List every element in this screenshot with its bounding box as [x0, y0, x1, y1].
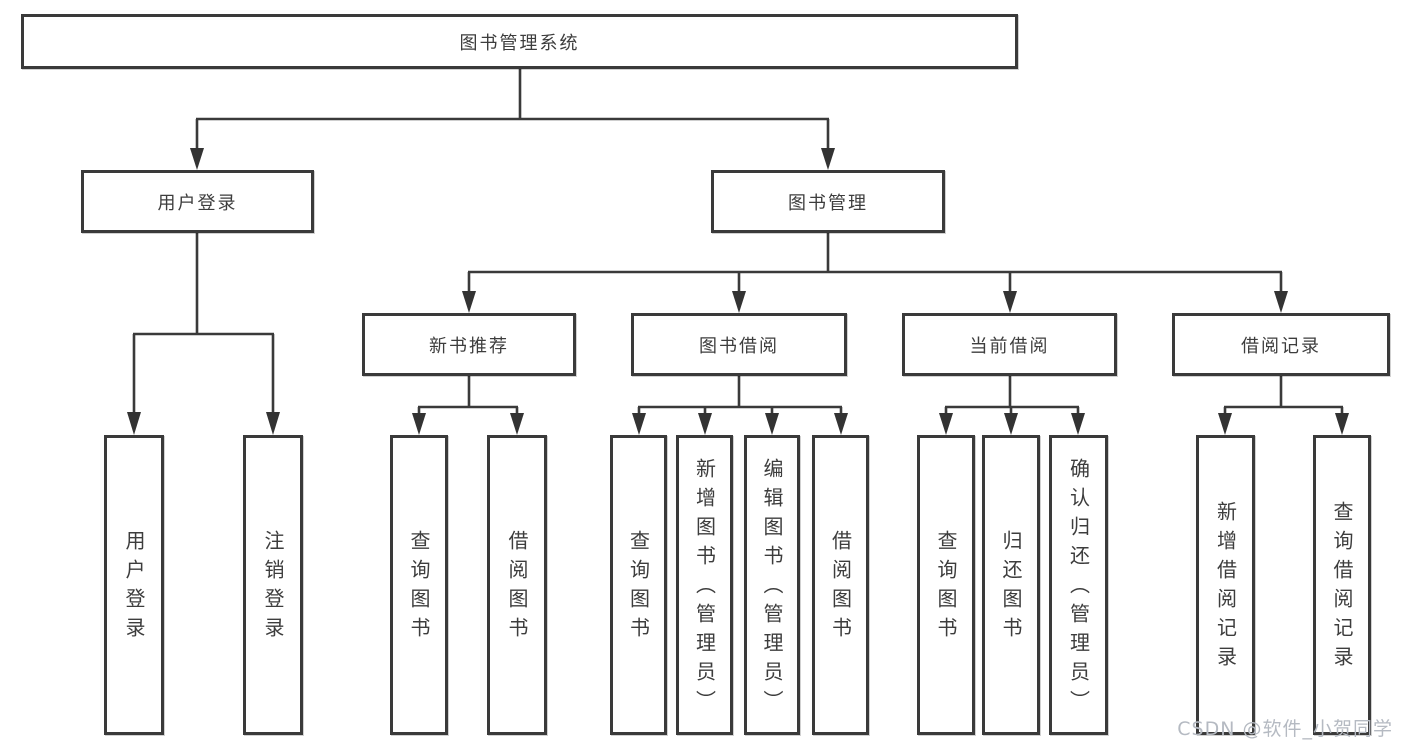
leaf-br-add-record: 新增借阅记录 [1196, 435, 1255, 735]
node-borrow-records: 借阅记录 [1172, 313, 1390, 376]
connector-borrow-records [1218, 376, 1349, 435]
leaf-logout: 注销登录 [243, 435, 303, 735]
node-book-management: 图书管理 [711, 170, 945, 233]
leaf-bb-edit-books-admin: 编辑图书（管理员） [744, 435, 800, 735]
connector-book-management [462, 233, 1288, 313]
leaf-user-login: 用户登录 [104, 435, 164, 735]
connector-book-borrow [632, 376, 848, 435]
leaf-bb-borrow-books: 借阅图书 [812, 435, 869, 735]
node-current-borrow: 当前借阅 [902, 313, 1117, 376]
leaf-nb-query-books: 查询图书 [390, 435, 448, 735]
leaf-bb-add-books-admin: 新增图书（管理员） [676, 435, 733, 735]
connector-root [190, 69, 835, 170]
leaf-cb-confirm-return-admin: 确认归还（管理员） [1049, 435, 1108, 735]
node-new-book-recommend: 新书推荐 [362, 313, 576, 376]
leaf-bb-query-books: 查询图书 [610, 435, 667, 735]
csdn-watermark: CSDN @软件_小贺同学 [1177, 718, 1393, 740]
connector-new-book-recommend [412, 376, 524, 435]
leaf-cb-return-books: 归还图书 [982, 435, 1040, 735]
node-root: 图书管理系统 [21, 14, 1018, 69]
leaf-nb-borrow-books: 借阅图书 [487, 435, 547, 735]
node-user-login: 用户登录 [81, 170, 314, 233]
node-book-borrow: 图书借阅 [631, 313, 847, 376]
leaf-br-query-record: 查询借阅记录 [1313, 435, 1371, 735]
connector-user-login [127, 233, 280, 435]
leaf-cb-query-books: 查询图书 [917, 435, 975, 735]
connector-current-borrow [939, 376, 1085, 435]
